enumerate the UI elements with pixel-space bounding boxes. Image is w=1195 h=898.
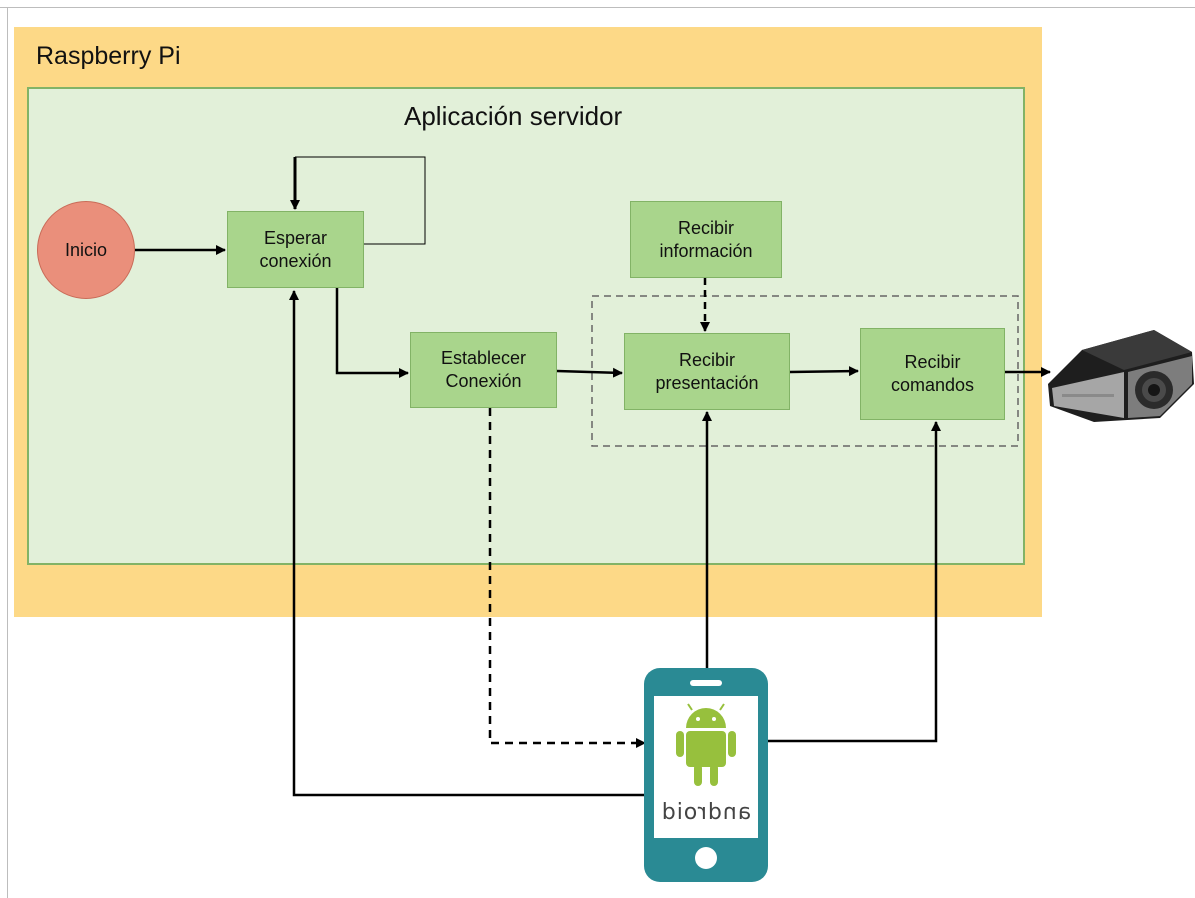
- frame-top-line: [0, 7, 1195, 8]
- establish-connection-node: Establecer Conexión: [410, 332, 557, 408]
- receive-info-node: Recibir información: [630, 201, 782, 278]
- start-node: Inicio: [37, 201, 135, 299]
- android-phone-icon: [644, 668, 768, 882]
- receive-commands-node: Recibir comandos: [860, 328, 1005, 420]
- arrow-wait-to-establish: [335, 288, 409, 378]
- wait-loop-line: [295, 156, 426, 245]
- arrow-phone-to-wait: [289, 290, 645, 797]
- android-phone: android: [644, 668, 768, 882]
- receive-presentation-node: Recibir presentación: [624, 333, 790, 410]
- server-app-title: Aplicación servidor: [404, 101, 623, 131]
- server-app-container: [27, 87, 1025, 565]
- projector-icon: [1048, 330, 1194, 422]
- frame-left-line: [7, 7, 8, 898]
- arrow-establish-to-phone: [488, 408, 646, 748]
- wait-connection-node: Esperar conexión: [227, 211, 364, 288]
- raspberry-pi-title: Raspberry Pi: [36, 42, 181, 70]
- arrow-establish-to-presentation: [556, 367, 623, 378]
- android-robot-icon: [676, 703, 736, 786]
- arrow-presentation-to-commands: [789, 366, 859, 377]
- android-logo-text: android: [660, 800, 752, 825]
- arrow-phone-to-commands: [768, 421, 941, 743]
